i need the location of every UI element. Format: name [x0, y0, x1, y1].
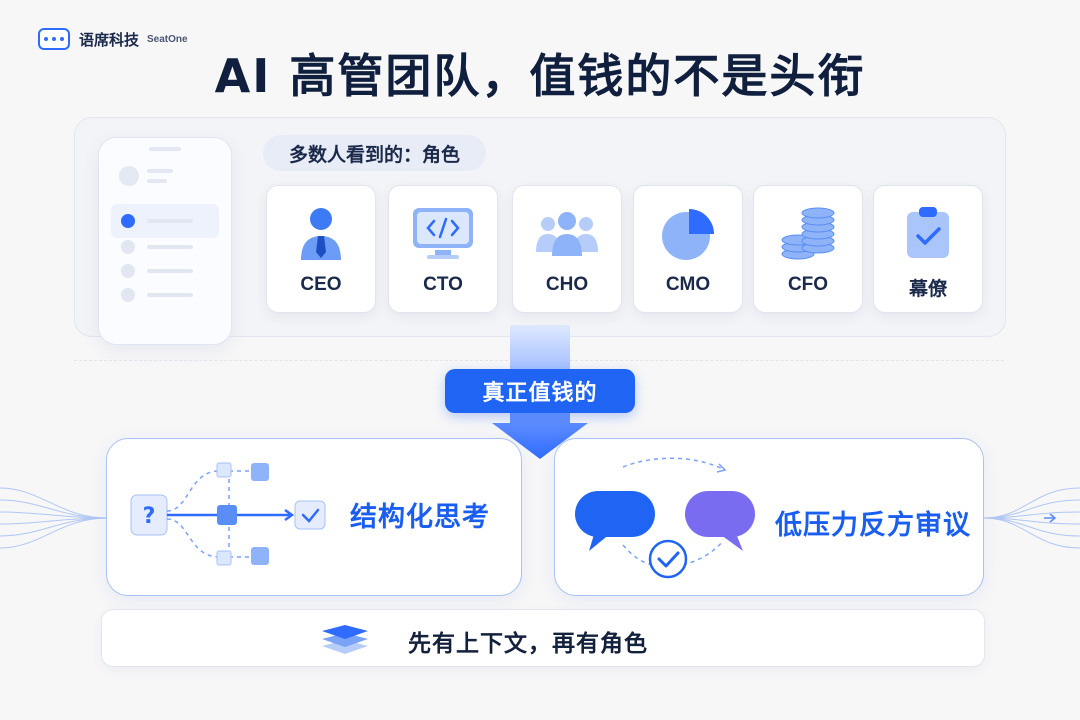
people-group-icon — [513, 204, 621, 262]
footer-label: 先有上下文，再有角色 — [408, 631, 648, 657]
role-card-cho: CHO — [512, 185, 622, 313]
role-label: CTO — [423, 274, 463, 295]
footer-bar: 先有上下文，再有角色 — [101, 609, 985, 667]
coin-stack-icon — [754, 204, 862, 262]
role-label: CHO — [545, 274, 589, 295]
page-title: AI 高管团队，值钱的不是头衔 — [214, 49, 866, 103]
clipboard-check-icon — [874, 204, 982, 262]
role-label: 幕僚 — [908, 279, 947, 300]
structure-flow-icon: ? — [130, 462, 326, 566]
debate-bubbles-icon — [575, 457, 755, 579]
role-label: CFO — [787, 274, 829, 295]
brand-name-cn: 语席科技 — [79, 30, 140, 49]
roles-section-label: 多数人看到的：角色 — [263, 135, 487, 171]
brand-logo: 语席科技 SeatOne — [38, 28, 188, 50]
brand-name-en: SeatOne — [147, 33, 188, 45]
layers-icon — [322, 625, 368, 654]
chat-dots-icon — [38, 28, 70, 50]
role-label: CEO — [300, 274, 342, 295]
avatar — [119, 166, 139, 186]
value-card-structured-thinking: ? 结构化思考 — [106, 438, 522, 596]
code-monitor-icon — [389, 204, 497, 262]
value-label: 低压力反方审议 — [775, 510, 971, 541]
cta-banner: 真正值钱的 — [445, 369, 635, 413]
phone-mockup — [98, 137, 232, 345]
role-card-advisor: 幕僚 — [873, 185, 983, 313]
role-card-cto: CTO — [388, 185, 498, 313]
pie-chart-icon — [634, 204, 742, 262]
value-label: 结构化思考 — [350, 502, 490, 533]
value-card-adversarial-review: 低压力反方审议 — [554, 438, 984, 596]
svg-text:?: ? — [143, 504, 156, 529]
flow-lines-right — [984, 487, 1080, 549]
role-card-cmo: CMO — [633, 185, 743, 313]
person-tie-icon — [267, 204, 375, 262]
role-card-ceo: CEO — [266, 185, 376, 313]
flow-lines-left — [0, 487, 108, 549]
role-card-cfo: CFO — [753, 185, 863, 313]
role-label: CMO — [665, 274, 711, 295]
